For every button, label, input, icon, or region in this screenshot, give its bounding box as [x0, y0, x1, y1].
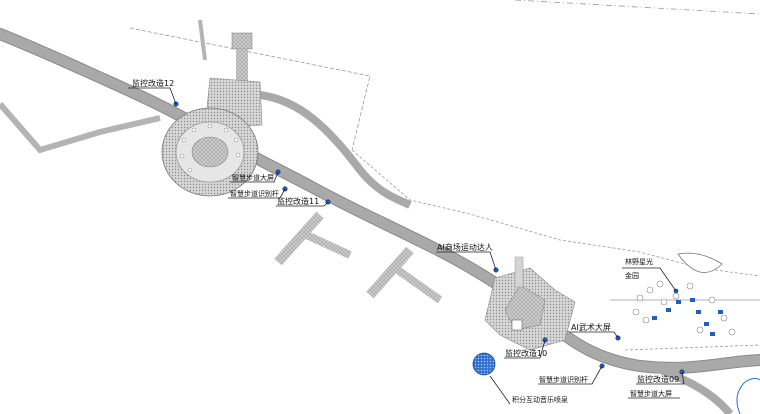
label-trail-gate-2: 智慧步道识别杆 [539, 375, 588, 384]
label-forest-light: 林野星光 [625, 257, 653, 266]
label-trail-gate-1: 智慧步道识别杆 [230, 189, 279, 198]
label-monitor-11: 监控改造11 [277, 196, 319, 206]
label-ai-runner: AI商场运动达人 [437, 242, 493, 252]
site-boundary [129, 0, 760, 351]
label-gallery: 金园 [625, 271, 639, 280]
label-monitor-09: 监控改造09 [637, 374, 679, 384]
label-music-fountain: 积分互动音乐喷泉 [512, 395, 568, 404]
lower-plaza [484, 256, 576, 351]
label-monitor-12: 监控改造12 [132, 78, 174, 88]
label-monitor-10: 监控改造10 [505, 348, 547, 358]
callout-leaders [128, 87, 685, 405]
label-ai-martial: AI武术大屏 [571, 322, 611, 332]
water-edge [736, 377, 760, 414]
label-trail-screen-2: 智慧步道大屏 [630, 389, 672, 398]
circular-plaza [161, 19, 263, 197]
label-trail-screen-1: 智慧步道大屏 [232, 173, 274, 182]
trail-path [0, 28, 760, 414]
forest-area [632, 252, 736, 336]
music-fountain-marker[interactable] [472, 352, 496, 376]
